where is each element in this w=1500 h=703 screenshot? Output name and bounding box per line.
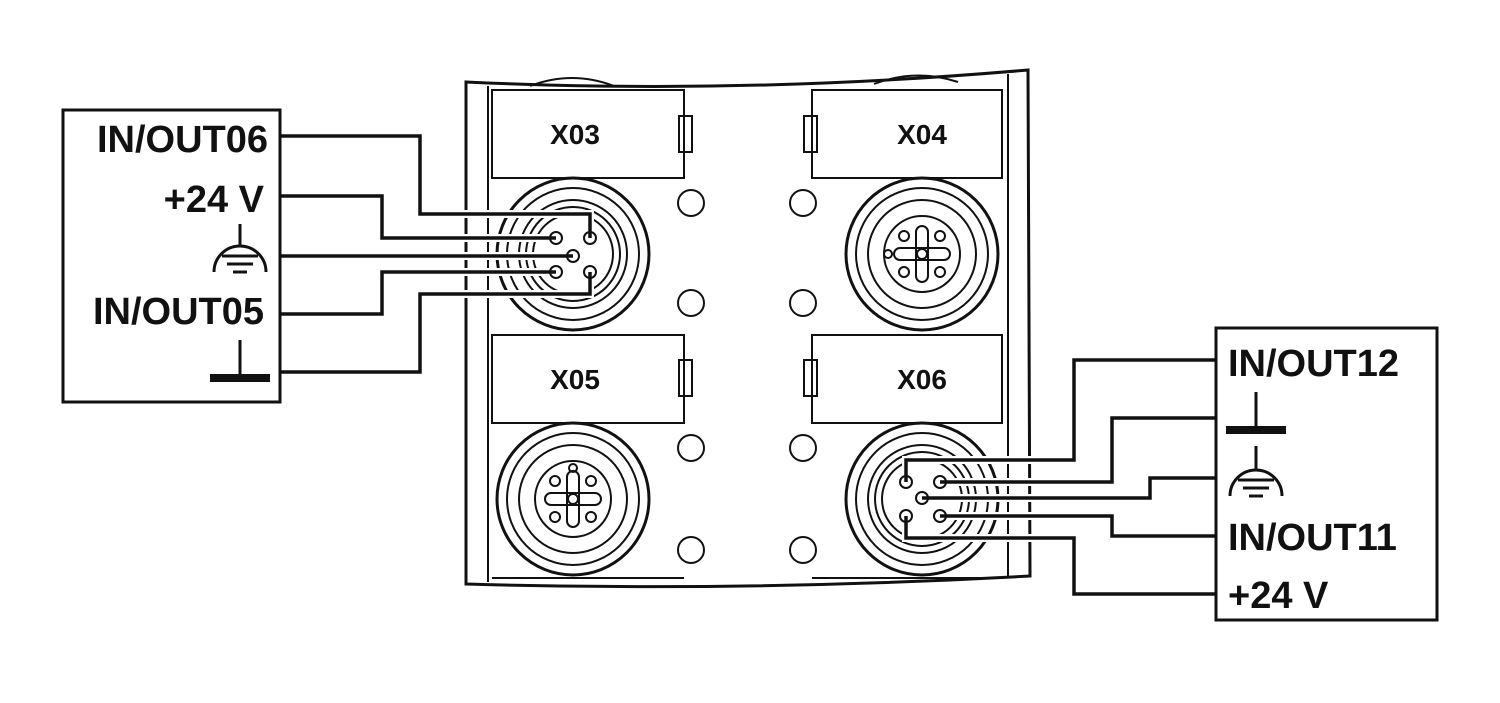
label-io11: IN/OUT11 [1228, 517, 1397, 559]
wire-ground [940, 416, 1216, 484]
port-x03-label: X03 [550, 119, 600, 150]
io-module [464, 68, 1032, 589]
label-io05: IN/OUT05 [93, 291, 264, 333]
led-indicator [789, 536, 817, 564]
wire-io06 [280, 134, 592, 238]
port-label-x06: X06 [803, 334, 1003, 424]
led-indicator [789, 189, 817, 217]
wire-io12 [904, 358, 1216, 482]
wire-24v [280, 194, 556, 240]
m12-connector-x04 [844, 176, 1000, 332]
port-label-x03: X03 [491, 89, 693, 179]
led-indicator [677, 289, 705, 317]
led-indicator [677, 189, 705, 217]
led-indicator [677, 536, 705, 564]
status-leds [677, 189, 817, 564]
protective-earth-icon [212, 224, 268, 274]
wire-ground [280, 272, 592, 374]
label-io12: IN/OUT12 [1228, 343, 1399, 385]
led-indicator [677, 434, 705, 462]
led-indicator [789, 289, 817, 317]
led-indicator [789, 434, 817, 462]
port-x05-label: X05 [550, 364, 600, 395]
label-24v: +24 V [164, 179, 265, 221]
wiring-left [280, 132, 597, 376]
port-x06-label: X06 [897, 364, 947, 395]
label-io06: IN/OUT06 [97, 119, 268, 161]
port-label-x05: X05 [491, 334, 693, 424]
right-device-box: IN/OUT12 IN/OUT11 +24 V [1214, 326, 1439, 622]
label-24v: +24 V [1228, 575, 1329, 617]
wiring-right [899, 356, 1216, 598]
ground-icon [210, 340, 270, 382]
m12-connector-x05 [495, 421, 651, 577]
wire-io05 [280, 270, 556, 316]
wire-io11 [940, 514, 1216, 538]
wire-earth [922, 476, 1216, 500]
port-label-x04: X04 [803, 89, 1003, 179]
protective-earth-icon [1228, 446, 1284, 498]
ground-icon [1226, 392, 1286, 434]
left-device-box: IN/OUT06 +24 V IN/OUT05 [61, 108, 282, 404]
wire-24v [904, 516, 1216, 596]
port-x04-label: X04 [897, 119, 947, 150]
